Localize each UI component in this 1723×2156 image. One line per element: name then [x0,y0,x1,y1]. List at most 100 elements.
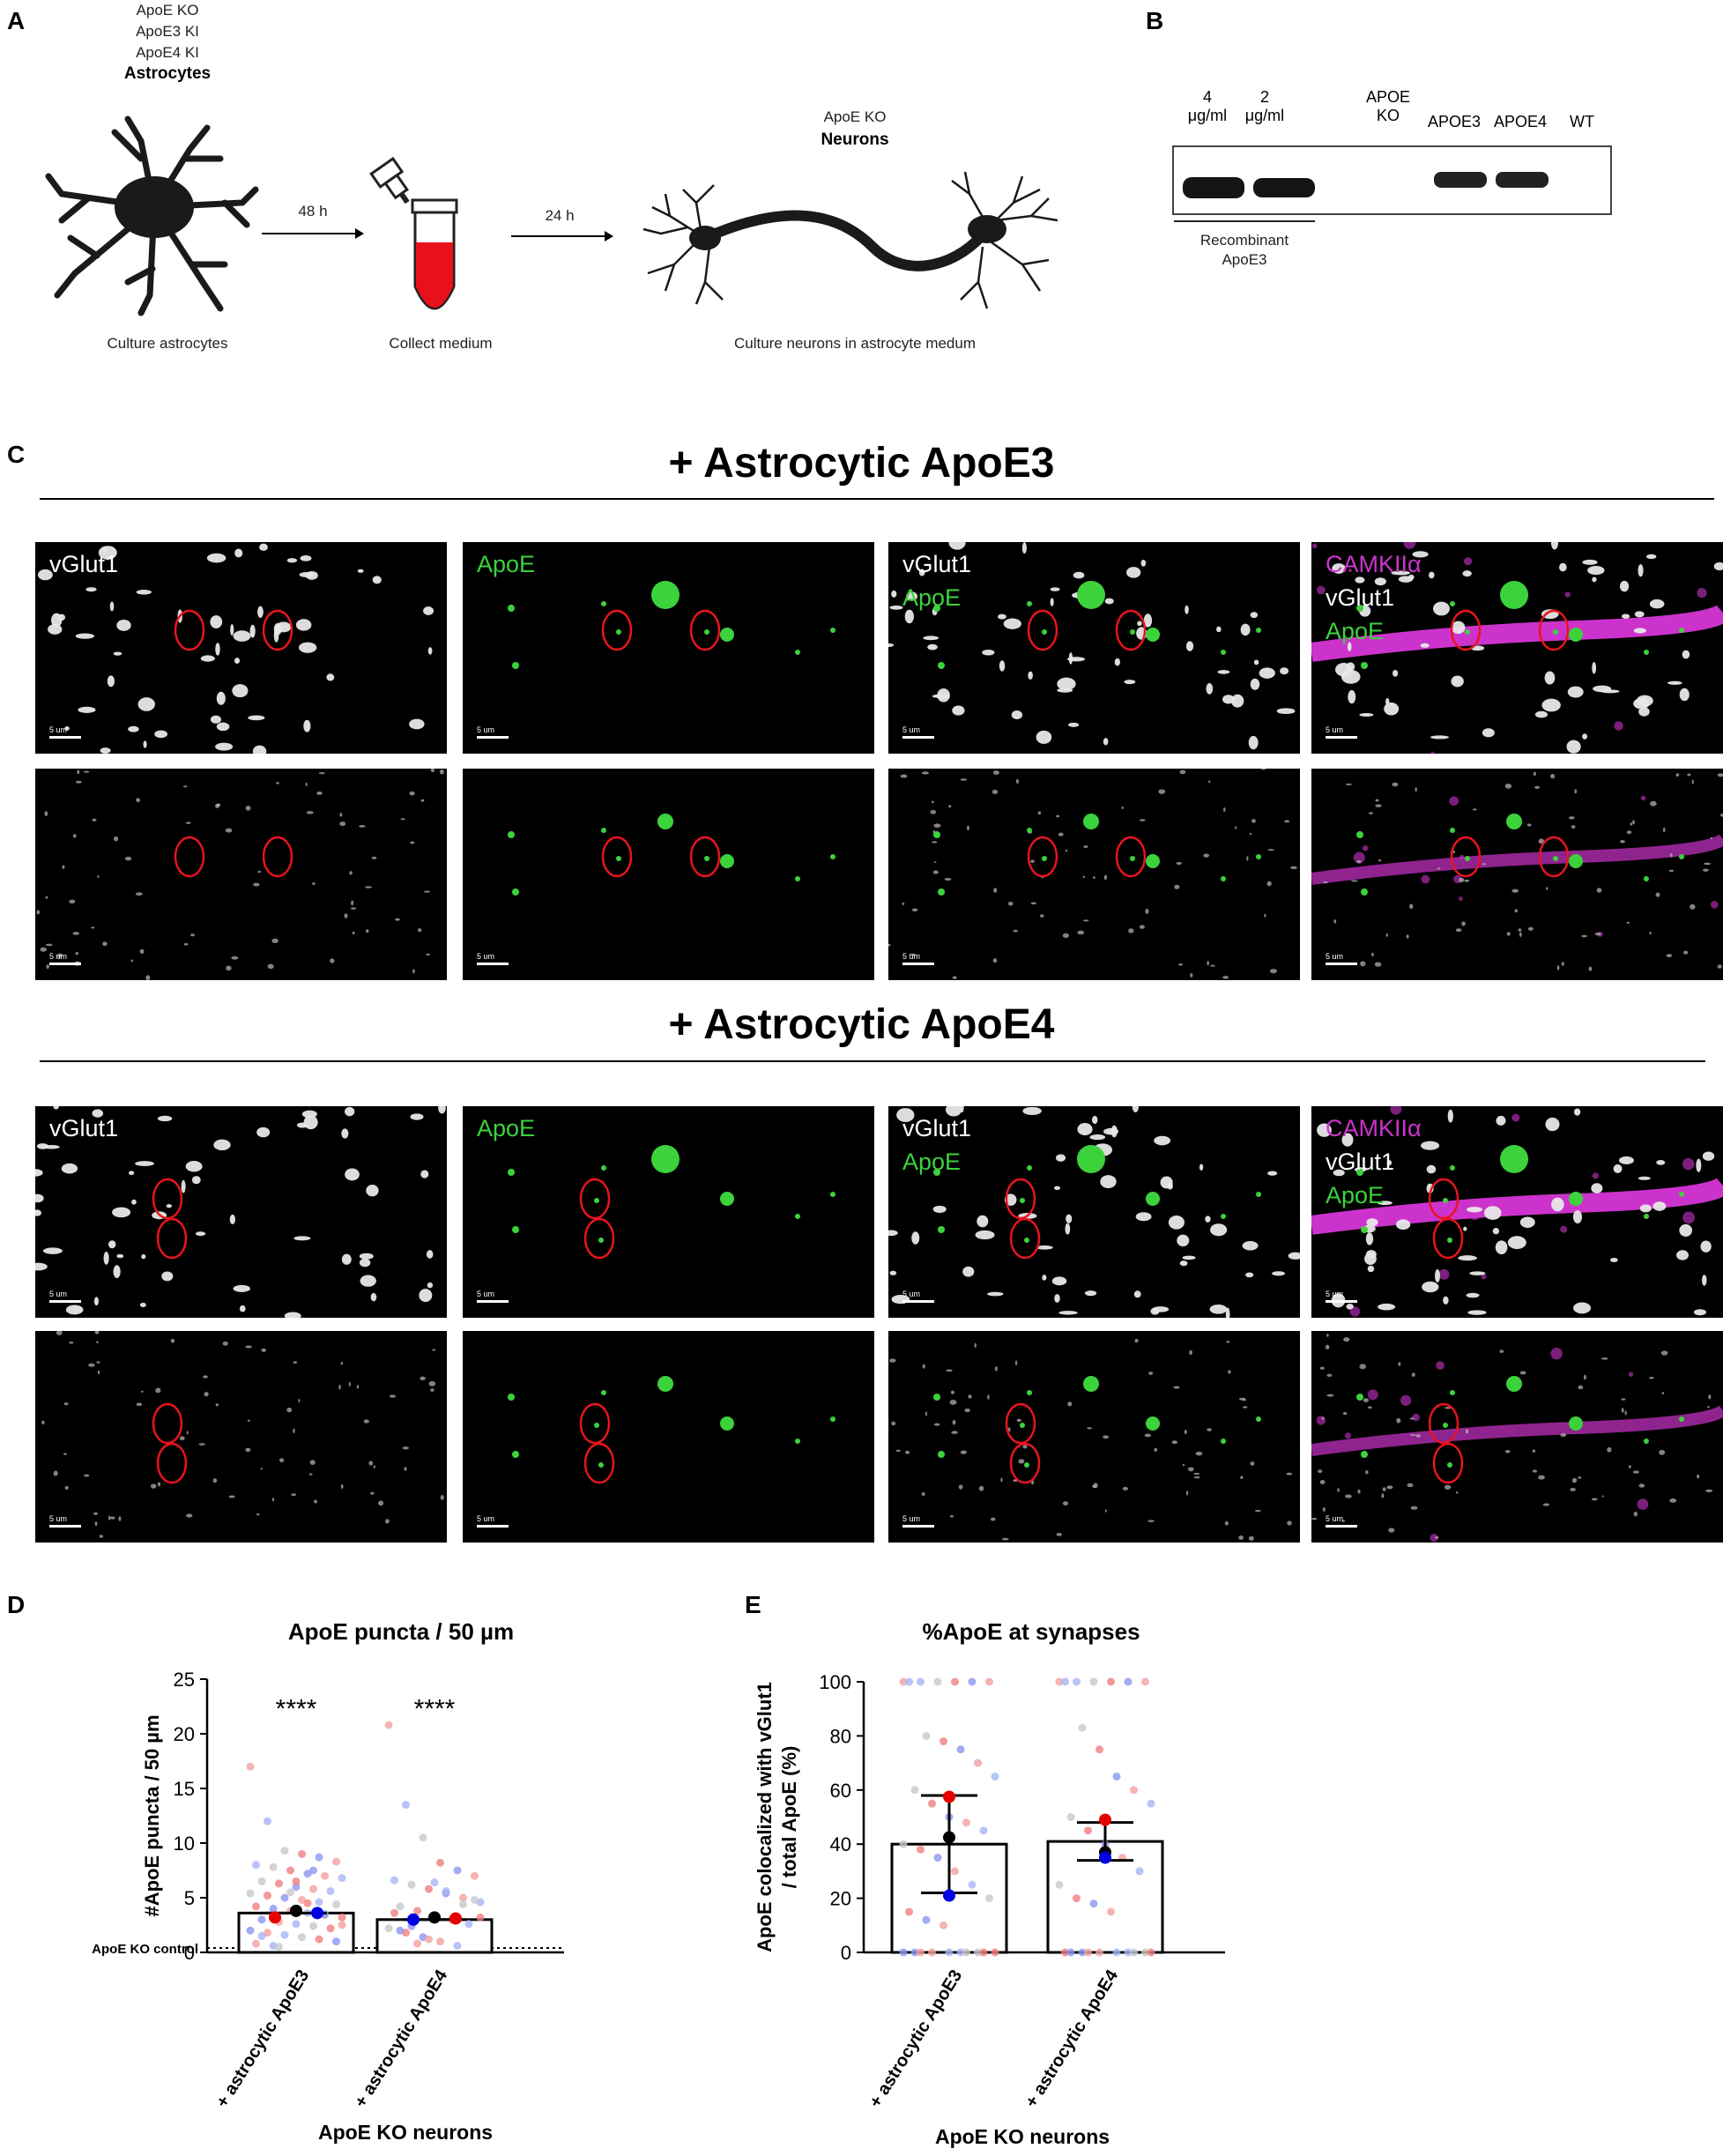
vglut1-punctum [110,1516,115,1520]
blot-band [1183,177,1244,198]
colocalization-circle [583,1442,615,1484]
vglut1-punctum [203,1375,208,1379]
vglut1-punctum [895,1449,901,1453]
data-point [292,1883,301,1892]
vglut1-punctum [349,871,353,875]
vglut1-punctum [1702,868,1709,872]
data-point [1084,1826,1092,1835]
vglut1-punctum [1683,950,1689,955]
vglut1-punctum [1430,735,1450,740]
apoe-punctum [651,581,680,609]
vglut1-punctum [1062,1501,1069,1506]
vglut1-punctum [1173,1386,1180,1389]
vglut1-punctum [1375,799,1379,802]
apoe-punctum [704,629,709,635]
vglut1-punctum [256,1513,260,1516]
vglut1-punctum [35,1169,43,1177]
vglut1-punctum [345,1168,360,1181]
vglut1-punctum [1171,1440,1178,1445]
apoe-punctum [1027,1390,1032,1395]
vglut1-punctum [1210,1223,1228,1237]
vglut1-punctum [911,908,918,912]
data-point [910,1786,919,1795]
vglut1-punctum [136,798,141,803]
vglut1-punctum [1705,1489,1713,1492]
colocalization-circle [152,1178,183,1220]
vglut1-punctum [135,892,143,896]
vglut1-punctum [1545,1117,1560,1132]
magenta-spot [1628,1372,1634,1377]
vglut1-punctum [1001,1537,1009,1541]
vglut1-punctum [1696,1158,1702,1172]
vglut1-punctum [949,1400,957,1405]
vglut1-punctum [1592,662,1597,674]
magenta-spot [1362,844,1369,851]
vglut1-punctum [1526,823,1532,827]
vglut1-punctum [1267,1171,1278,1176]
vglut1-punctum [1133,1290,1141,1298]
micrograph-image [1311,1334,1723,1543]
vglut1-punctum [430,1388,434,1392]
apoe-punctum [795,1439,800,1444]
data-point [968,1677,977,1686]
magenta-spot [1463,557,1473,566]
data-point [264,1817,271,1825]
data-point [246,1926,255,1935]
data-point [962,1818,970,1827]
replicate-mean [943,1790,955,1803]
vglut1-punctum [1050,587,1060,591]
data-point [922,1915,931,1924]
vglut1-punctum [430,769,435,772]
vglut1-punctum [273,628,279,643]
vglut1-punctum [84,1474,90,1477]
vglut1-punctum [103,1251,109,1265]
vglut1-punctum [1054,1294,1060,1303]
data-point [338,1874,346,1883]
vglut1-punctum [1495,1240,1508,1255]
vglut1-punctum [1082,875,1085,879]
vglut1-punctum [1392,782,1399,787]
vglut1-punctum [53,1470,58,1476]
vglut1-punctum [1345,783,1352,785]
vglut1-punctum [1193,1472,1200,1476]
data-point [280,1893,289,1902]
vglut1-punctum [252,745,267,754]
vglut1-punctum [1600,689,1620,694]
blot-band [1253,178,1315,197]
data-point [1089,1900,1098,1908]
vglut1-punctum [1321,1416,1325,1420]
data-point [933,1854,942,1862]
vglut1-punctum [1461,921,1466,926]
vglut1-punctum [1145,908,1149,914]
magenta-spot [1682,1157,1695,1171]
apoe-punctum [1146,628,1160,642]
vglut1-punctum [1154,1447,1158,1452]
vglut1-punctum [63,1453,67,1455]
data-point [407,1880,416,1889]
data-point [471,1871,479,1880]
apoe-punctum [1083,814,1099,829]
vglut1-punctum [1532,1449,1536,1453]
data-point [1084,1948,1092,1957]
vglut1-punctum [1326,1373,1333,1377]
scale-bar: 5 um [902,1514,935,1528]
vglut1-punctum [1210,964,1216,967]
vglut1-punctum [1514,909,1519,913]
vglut1-punctum [378,1500,384,1506]
vglut1-punctum [1544,671,1556,685]
vglut1-punctum [1381,1493,1385,1498]
data-point [1061,1677,1069,1686]
vglut1-punctum [247,1419,250,1422]
vglut1-punctum [198,1443,205,1446]
colocalization-circle [174,836,205,878]
scale-bar: 5 um [477,1514,509,1528]
data-point [899,1840,908,1848]
vglut1-punctum [934,861,937,864]
vglut1-punctum [1235,826,1237,829]
vglut1-punctum [212,1478,218,1483]
vglut1-punctum [276,782,279,784]
vglut1-punctum [1126,567,1141,578]
vglut1-punctum [1007,901,1014,906]
vglut1-punctum [1284,820,1290,823]
